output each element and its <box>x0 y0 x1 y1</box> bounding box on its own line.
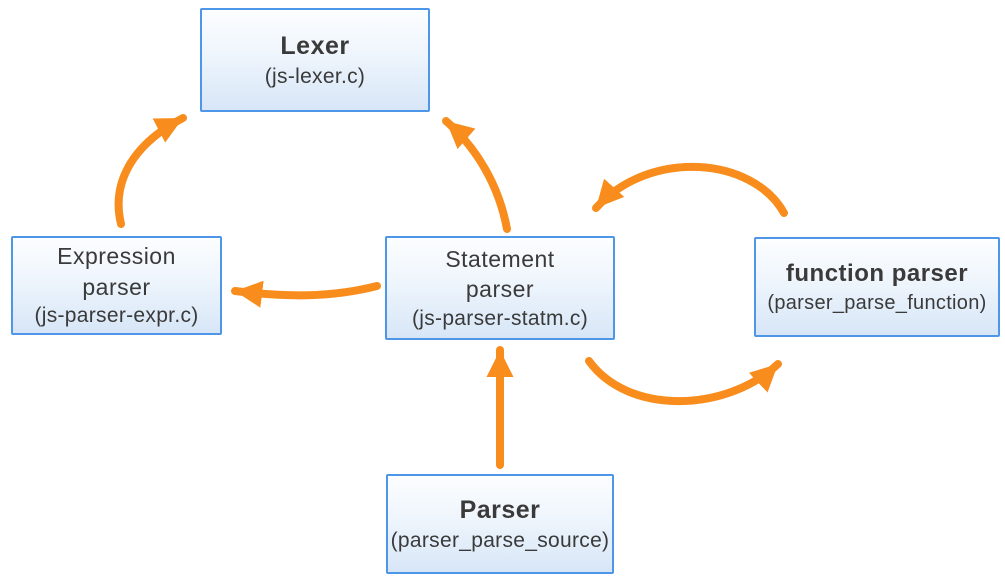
node-function-parser-title: function parser <box>785 259 969 287</box>
node-lexer-title: Lexer <box>280 31 350 60</box>
node-parser-subtitle: (parser_parse_source) <box>390 528 610 552</box>
node-expression-parser-title: Expression parser <box>57 243 176 300</box>
arrow-statement-parser-to-expression-parser <box>231 280 381 308</box>
node-statement-parser: Statement parser (js-parser-statm.c) <box>385 236 615 340</box>
node-lexer: Lexer (js-lexer.c) <box>200 8 430 112</box>
arrow-statement-parser-to-lexer <box>442 117 511 233</box>
node-expression-parser: Expression parser (js-parser-expr.c) <box>11 236 222 335</box>
node-lexer-subtitle: (js-lexer.c) <box>264 64 366 88</box>
node-parser: Parser (parser_parse_source) <box>386 474 614 574</box>
node-expression-parser-subtitle: (js-parser-expr.c) <box>34 304 199 327</box>
arrow-statement-parser-to-function-parser <box>585 357 782 406</box>
arrow-expression-parser-to-lexer <box>114 114 187 228</box>
node-function-parser: function parser (parser_parse_function) <box>754 237 1000 337</box>
node-function-parser-subtitle: (parser_parse_function) <box>767 291 987 314</box>
node-statement-parser-title: Statement parser <box>445 245 555 303</box>
arrow-function-parser-to-statement-parser <box>592 163 788 217</box>
node-statement-parser-subtitle: (js-parser-statm.c) <box>411 306 589 330</box>
node-parser-title: Parser <box>459 495 541 524</box>
